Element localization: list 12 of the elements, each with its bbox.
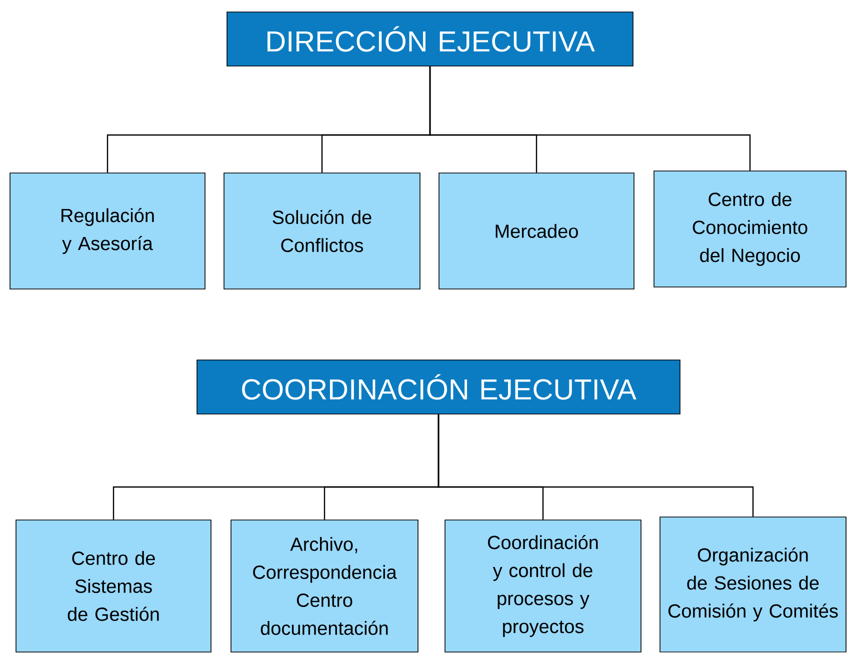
unit-box: Organización de Sesiones de Comisión y Comités	[660, 516, 846, 652]
unit-box: Regulación y Asesoría	[10, 172, 206, 290]
unit-box: Mercadeo	[438, 172, 634, 290]
unit-box: Solución de Conflictos	[224, 172, 420, 290]
unit-box: Centro de Sistemas de Gestión	[16, 520, 212, 652]
connector-line	[429, 66, 751, 171]
unit-box: Centro de Conocimiento del Negocio	[654, 170, 846, 288]
header-box: DIRECCIÓN EJECUTIVA	[226, 12, 634, 66]
connector-line	[438, 414, 754, 517]
unit-box: Coordinación y control de procesos y proyectos	[444, 520, 642, 652]
unit-box: Archivo, Correspondencia Centro documentación	[230, 520, 418, 652]
header-box: COORDINACIÓN EJECUTIVA	[196, 360, 680, 414]
